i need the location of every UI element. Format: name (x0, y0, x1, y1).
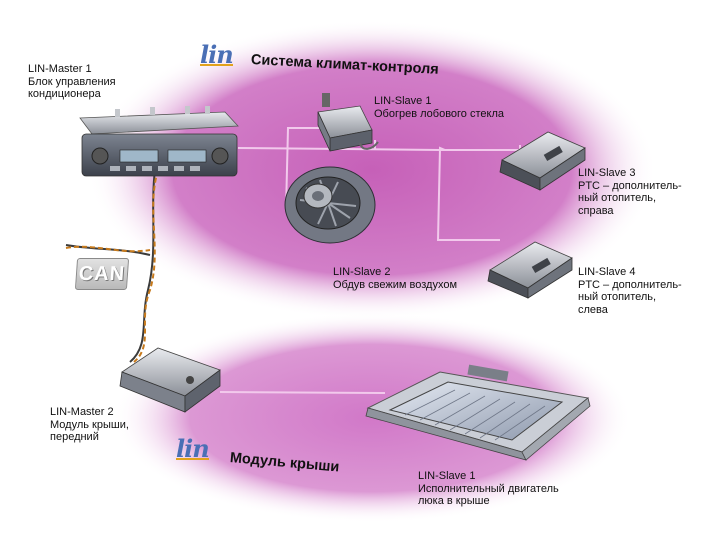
ptc-heater-right (499, 131, 586, 191)
label-lin-master-1: LIN-Master 1 Блок управления кондиционер… (28, 63, 116, 100)
label-lin-slave-4: LIN-Slave 4 PTC – дополнитель- ный отопи… (578, 266, 682, 316)
can-bus (65, 169, 159, 363)
ptc-heater-left (487, 241, 573, 299)
label-lin-slave-1-roof: LIN-Slave 1 Исполнительный двигатель люк… (418, 470, 559, 507)
climate-control-unit (79, 106, 239, 177)
roof-module (119, 347, 221, 413)
sunroof-frame (365, 364, 591, 461)
label-lin-slave-1-windshield: LIN-Slave 1 Обогрев лобового стекла (374, 95, 504, 120)
blower-fan (284, 166, 376, 244)
lin-logo-roof: lin (176, 434, 210, 463)
label-lin-master-2: LIN-Master 2 Модуль крыши, передний (50, 406, 129, 443)
label-lin-slave-2: LIN-Slave 2 Обдув свежим воздухом (333, 266, 458, 291)
lin-bus-roof (219, 391, 386, 394)
can-badge: CAN (74, 258, 130, 290)
windshield-heater-module (317, 93, 379, 152)
climate-zone (87, 20, 657, 320)
label-lin-slave-3: LIN-Slave 3 PTC – дополнитель- ный отопи… (578, 167, 682, 217)
lin-logo-climate: lin (200, 40, 234, 69)
